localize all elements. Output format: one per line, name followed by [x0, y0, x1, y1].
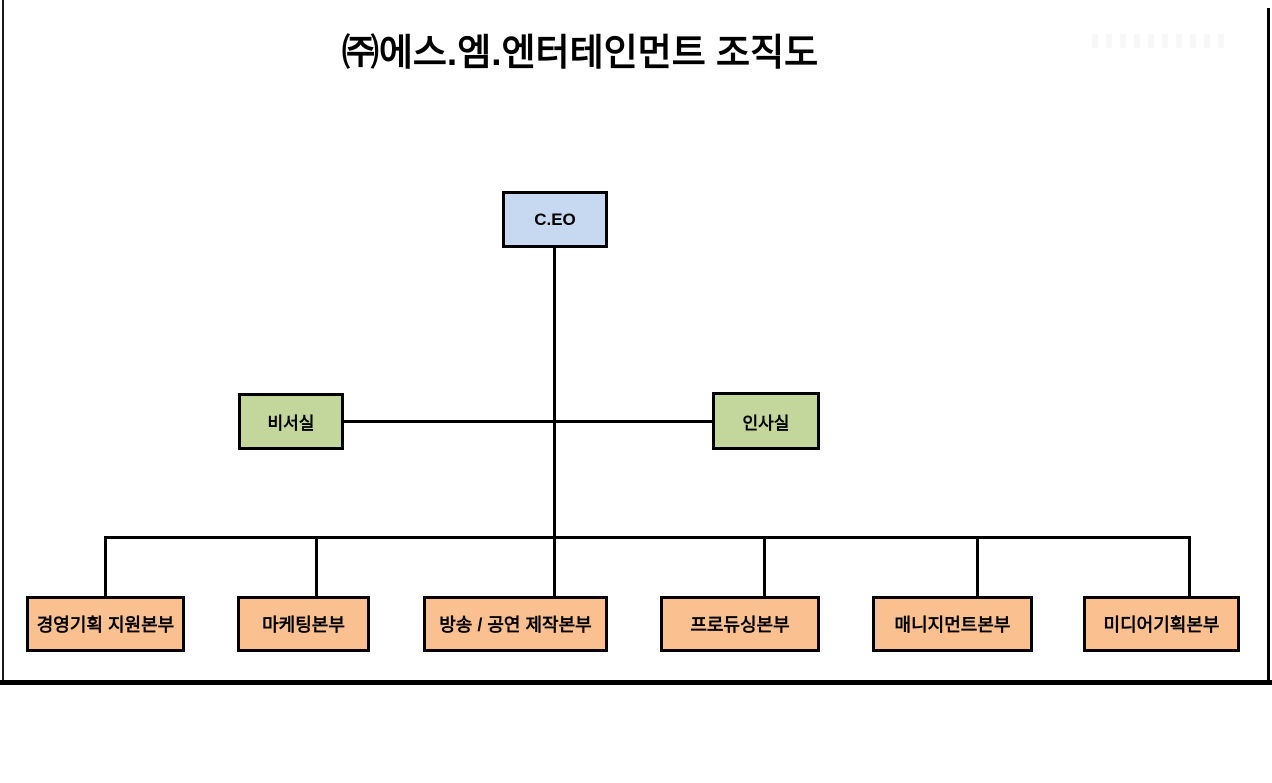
- node-division-5-label: 매니지먼트본부: [894, 615, 1011, 635]
- connector-stub-division-6: [1188, 536, 1191, 596]
- node-hr-office: 인사실: [712, 392, 820, 450]
- node-division-producing: 프로듀싱본부: [660, 596, 820, 652]
- node-division-management-planning-support: 경영기획 지원본부: [26, 596, 185, 652]
- node-secretary-office-label: 비서실: [267, 414, 315, 433]
- frame-right-border: [1267, 8, 1270, 684]
- node-hr-office-label: 인사실: [742, 413, 790, 433]
- connector-staff-horizontal: [344, 420, 712, 423]
- node-ceo: C.EO: [502, 191, 608, 248]
- node-division-marketing: 마케팅본부: [237, 596, 370, 652]
- frame-bottom-border: [0, 680, 1272, 685]
- node-division-6-label: 미디어기획본부: [1103, 615, 1220, 635]
- node-division-media-planning: 미디어기획본부: [1083, 596, 1240, 652]
- node-division-2-label: 마케팅본부: [262, 615, 345, 635]
- node-secretary-office: 비서실: [238, 393, 344, 450]
- node-division-4-label: 프로듀싱본부: [690, 615, 790, 635]
- node-ceo-label: C.EO: [534, 209, 576, 229]
- node-division-3-label: 방송 / 공연 제작본부: [439, 615, 592, 635]
- node-division-management: 매니지먼트본부: [872, 596, 1033, 652]
- faint-watermark: [1092, 34, 1232, 48]
- node-division-1-label: 경영기획 지원본부: [36, 615, 175, 635]
- connector-stub-division-4: [763, 536, 766, 596]
- connector-stub-division-5: [976, 536, 979, 596]
- page-title: ㈜에스.엠.엔터테인먼트 조직도: [341, 32, 819, 73]
- connector-stub-division-1: [104, 536, 107, 596]
- connector-stub-division-2: [315, 536, 318, 596]
- connector-division-bus: [104, 536, 1191, 539]
- node-division-broadcast-performance-production: 방송 / 공연 제작본부: [423, 596, 608, 652]
- frame-left-border: [2, 0, 4, 684]
